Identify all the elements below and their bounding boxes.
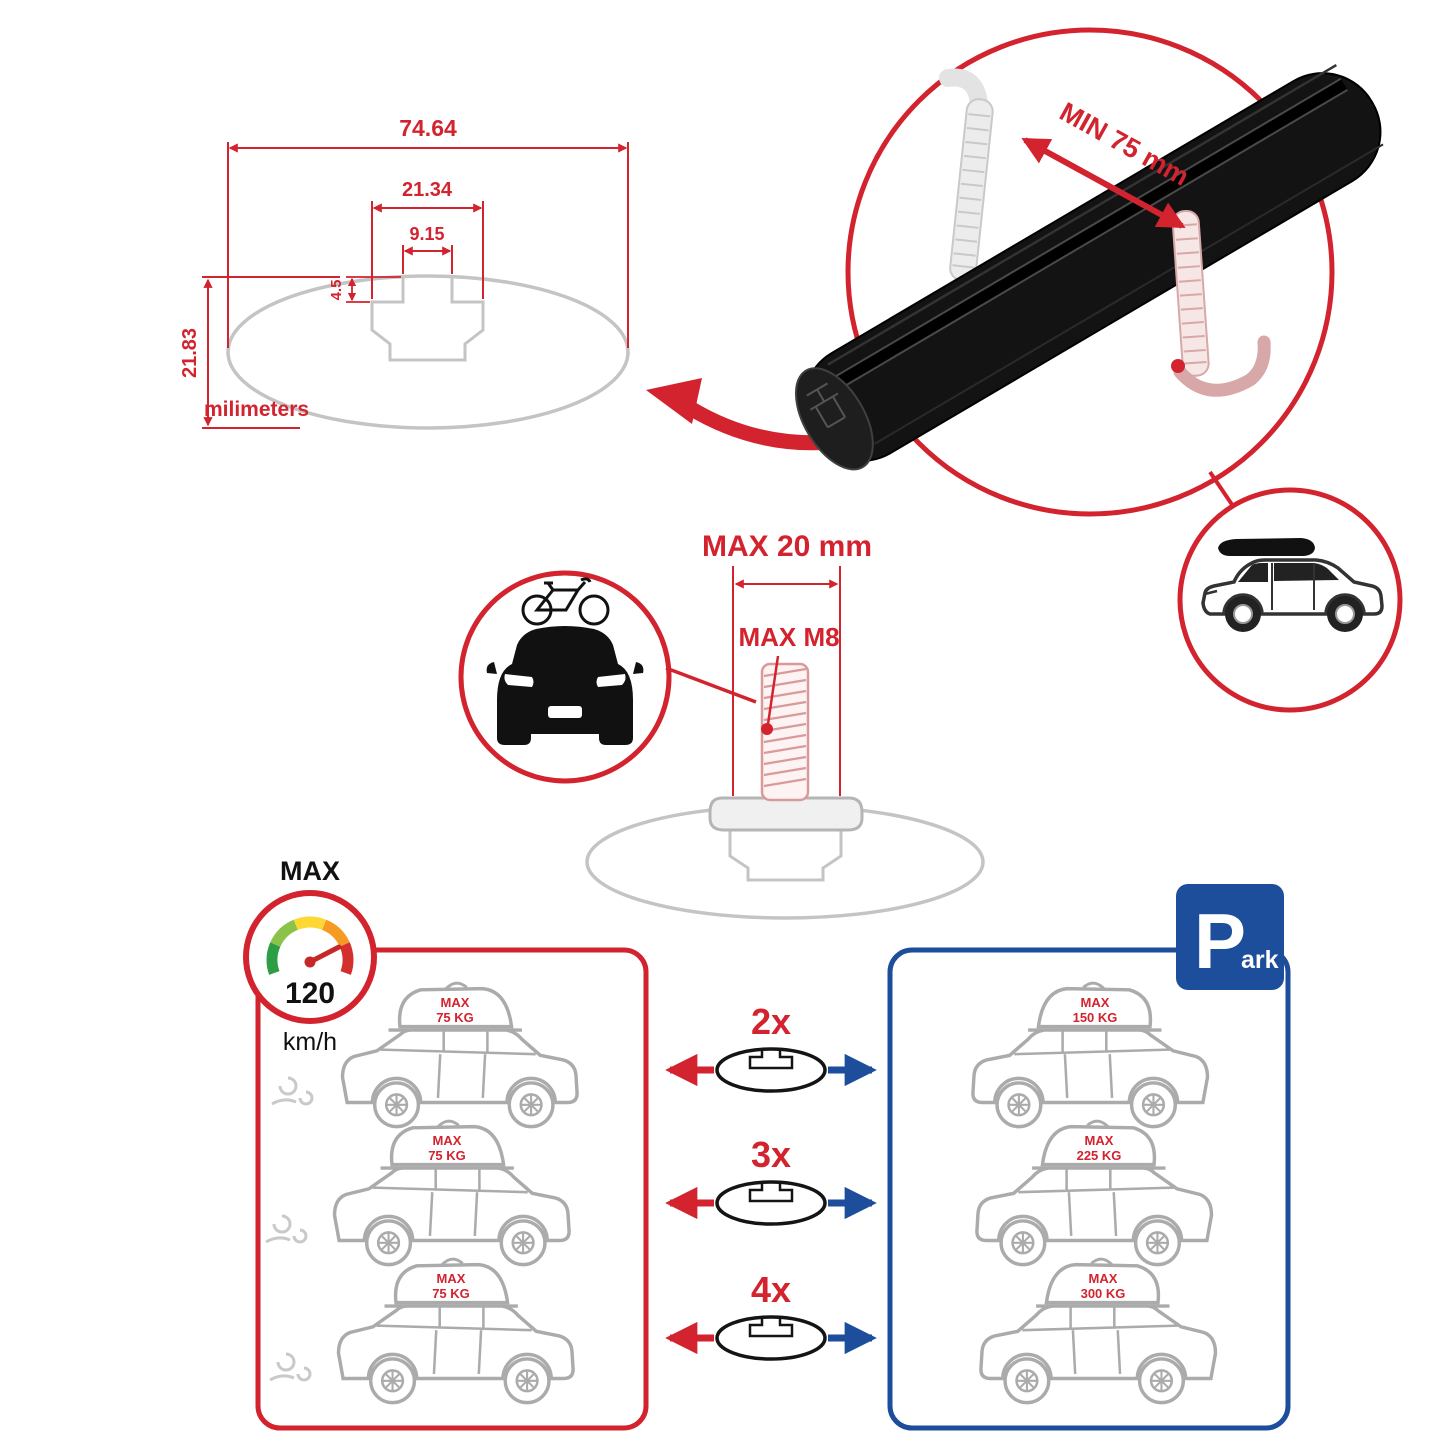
parked-cargo-max-3: MAX <box>1089 1271 1118 1286</box>
cargo-weight-3: 75 KG <box>432 1286 470 1301</box>
parking-sign-plate <box>1176 884 1284 990</box>
clamp-rod-left <box>939 68 994 282</box>
driving-cars: MAX 75 KG MAX 75 KG MAX 75 KG <box>264 981 579 1405</box>
car-front-icon <box>486 626 644 745</box>
bolt-thread-label: MAX M8 <box>738 622 839 652</box>
speed-limit-gauge: MAX <box>280 856 340 886</box>
motion-swirl-3 <box>268 1352 312 1382</box>
parked-cargo-weight-2: 225 KG <box>1077 1148 1122 1163</box>
parking-sign-suffix: ark <box>1241 946 1279 974</box>
dim-lip-depth <box>346 276 401 303</box>
parking-sign: P ark <box>1176 884 1284 990</box>
dim-slot-width-label: 9.15 <box>409 224 444 244</box>
bolt-diagram: MAX 20 mm MAX M8 <box>585 530 985 920</box>
crossbar-zoom-circle: MIN 75 mm <box>794 27 1384 517</box>
suv-roofbox-circle <box>1177 487 1403 713</box>
parked-cargo-weight-3: 300 KG <box>1081 1286 1126 1301</box>
cargo-weight-2: 75 KG <box>428 1148 466 1163</box>
suv-with-roofbox <box>1201 538 1384 632</box>
cross-section-diagram: 74.64 21.34 9.15 4.5 21.83 mili <box>179 115 630 430</box>
bar-count-1: 2x <box>751 1001 791 1042</box>
dim-height <box>202 276 340 429</box>
motion-swirl-2 <box>264 1214 308 1244</box>
dim-cavity-width-label: 21.34 <box>402 179 453 201</box>
cargo-weight-1: 75 KG <box>436 1010 474 1025</box>
crossbar-section-icon-1 <box>715 1047 827 1093</box>
dim-total-width <box>227 142 629 348</box>
unit-label: milimeters <box>204 398 309 421</box>
speedometer: 120 <box>243 890 377 1024</box>
clamp-marker-dot <box>1171 359 1185 373</box>
bolt-thread-leader <box>766 655 780 725</box>
bar-count-2: 3x <box>751 1134 791 1175</box>
car-front-circle <box>458 570 757 784</box>
min-width-arrow <box>1021 137 1186 229</box>
driving-box <box>255 947 649 1431</box>
speed-unit: km/h <box>283 1028 337 1056</box>
parking-sign-p: P <box>1194 897 1246 985</box>
crossbar-section-outline <box>226 274 630 430</box>
cargo-max-2: MAX <box>433 1133 462 1148</box>
parked-cargo-weight-1: 150 KG <box>1073 1010 1118 1025</box>
roof-box <box>1218 538 1315 556</box>
cargo-max-3: MAX <box>437 1271 466 1286</box>
bolt-thread-dot <box>761 723 773 735</box>
dim-lip-depth-label: 4.5 <box>328 280 345 301</box>
t-nut-plate <box>708 796 864 832</box>
speed-max-label: MAX <box>280 856 340 886</box>
car-front-leader <box>665 666 757 704</box>
bar-count-3: 4x <box>751 1269 791 1310</box>
motion-swirl-1 <box>270 1076 314 1106</box>
speed-value: 120 <box>285 977 335 1010</box>
cargo-max-1: MAX <box>441 995 470 1010</box>
dim-cavity-width <box>371 201 484 299</box>
parked-cargo-max-1: MAX <box>1081 995 1110 1010</box>
t-slot-profile <box>370 277 485 362</box>
bolt-length-dimension <box>732 566 841 796</box>
dim-height-label: 21.83 <box>179 328 201 378</box>
crossbar-section-icon-3 <box>715 1315 827 1361</box>
license-plate <box>548 706 582 718</box>
bike-icon <box>521 577 610 626</box>
crossbar-count-rows: 2x 3x 4x <box>665 1001 877 1361</box>
parking-box <box>887 947 1291 1431</box>
headlight-left <box>504 674 534 687</box>
crossbar-end-cap <box>794 367 874 471</box>
headlight-right <box>596 674 626 687</box>
dim-slot-width <box>402 245 453 274</box>
parked-cargo-max-2: MAX <box>1085 1133 1114 1148</box>
crossbar-section-icon-2 <box>715 1180 827 1226</box>
parked-cars: MAX 150 KG MAX 225 KG MAX 300 KG <box>971 981 1218 1405</box>
dim-total-width-label: 74.64 <box>399 115 457 141</box>
bolt-length-label: MAX 20 mm <box>702 530 872 563</box>
